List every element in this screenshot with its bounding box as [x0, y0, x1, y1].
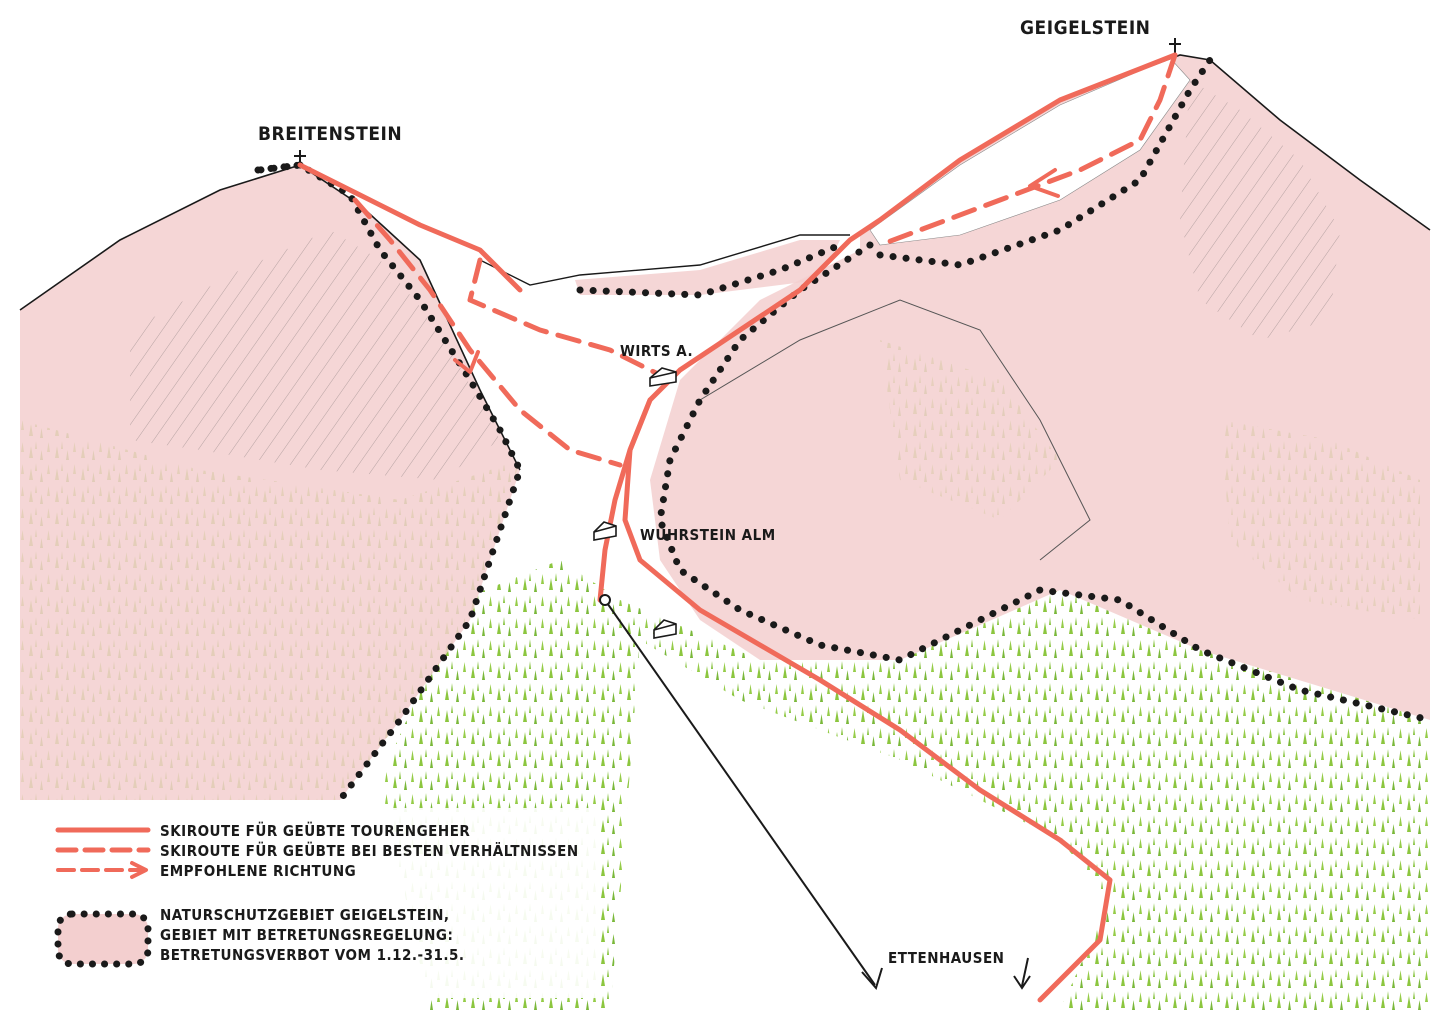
huts — [593, 367, 677, 639]
legend-label-protected-area-3: BETRETUNGSVERBOT VOM 1.12.-31.5. — [160, 946, 465, 964]
legend-background — [40, 808, 600, 998]
route-solid-breitenstein — [297, 162, 523, 293]
geigelstein-rock-face — [1180, 80, 1340, 340]
route-direction-arrow-geigelstein — [1028, 168, 1060, 198]
lift-arrow-icon — [861, 967, 883, 991]
route-direction-arrow-breitenstein — [453, 350, 480, 374]
place-label-wirtsalm: WIRTS A. — [620, 342, 693, 360]
geigelstein-snow-face — [869, 57, 1191, 246]
route-dashed-breitenstein-descent — [352, 197, 623, 468]
peak-label-geigelstein: GEIGELSTEIN — [1020, 17, 1150, 39]
legend-label-protected-area-2: GEBIET MIT BETRETUNGSREGELUNG: — [160, 926, 453, 944]
place-label-wuhrsteinalm: WUHRSTEIN ALM — [640, 526, 776, 544]
legend-label-protected-area-1: NATURSCHUTZGEBIET GEIGELSTEIN, — [160, 906, 450, 924]
legend-direction-arrow-icon — [130, 861, 148, 879]
place-label-ettenhausen: ETTENHAUSEN — [888, 949, 1004, 967]
geigelstein-lower-ridge — [699, 299, 1091, 561]
lift-cable — [604, 599, 876, 986]
boundary-saddle — [576, 241, 844, 299]
legend-label-route-experienced: SKIROUTE FÜR GEÜBTE TOURENGEHER — [160, 821, 470, 840]
legend-swatch-protected-area — [54, 910, 152, 968]
boundary-breitenstein — [254, 161, 524, 804]
saddle-ridge — [479, 234, 850, 286]
ettenhausen-arrow-icon — [1013, 957, 1031, 990]
boundary-geigelstein-upper — [876, 56, 1214, 269]
breitenstein-mountain — [19, 150, 521, 800]
legend: SKIROUTE FÜR GEÜBTE TOURENGEHER SKIROUTE… — [40, 808, 600, 998]
legend-label-route-best-conditions: SKIROUTE FÜR GEÜBTE BEI BESTEN VERHÄLTNI… — [160, 841, 579, 860]
hut-icon-wuhrsteinalm — [593, 521, 617, 541]
lift-line — [599, 594, 1031, 991]
hut-icon-lower — [653, 619, 677, 639]
legend-label-recommended-direction: EMPFOHLENE RICHTUNG — [160, 862, 356, 880]
ski-routes — [297, 52, 1178, 1003]
geigelstein-mountain — [650, 38, 1431, 720]
peak-label-breitenstein: BREITENSTEIN — [258, 123, 402, 145]
route-solid-wuhrstein-branch — [597, 397, 653, 603]
hut-icon-wirtsalm — [649, 367, 677, 387]
saddle-protected-strip — [575, 240, 840, 295]
saddle-area — [479, 234, 850, 295]
forest-center — [380, 560, 1430, 1010]
route-solid-main — [622, 52, 1178, 1003]
breitenstein-rock-face — [130, 230, 500, 480]
route-dashed-gully — [467, 257, 663, 378]
lift-top-station — [599, 594, 611, 606]
protected-area-boundaries — [254, 56, 1434, 804]
route-dashed-geigelstein — [877, 52, 1178, 248]
boundary-wirtsalm-valley — [656, 241, 1434, 724]
